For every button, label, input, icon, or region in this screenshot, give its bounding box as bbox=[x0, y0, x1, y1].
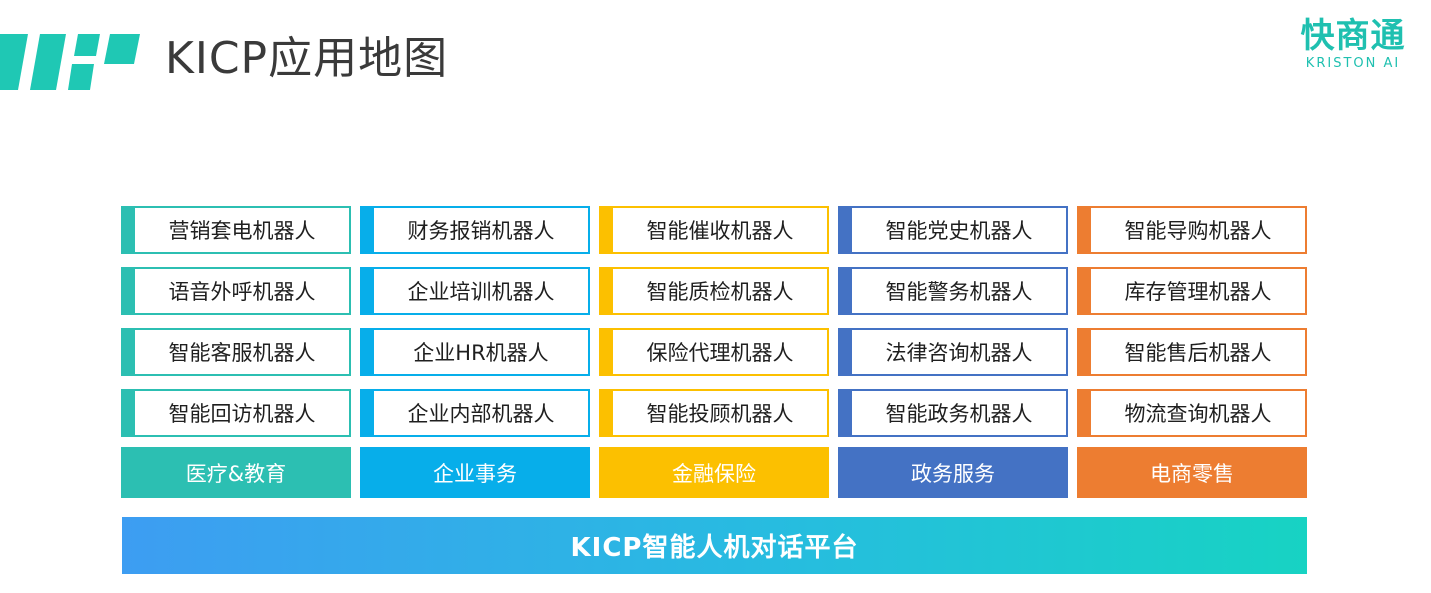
bot-card[interactable]: 库存管理机器人 bbox=[1077, 267, 1307, 315]
application-map-grid: 营销套电机器人 语音外呼机器人 智能客服机器人 智能回访机器人 医疗&教育 财务… bbox=[121, 206, 1307, 498]
brand-logo: 快商通 KRISTON AI bbox=[1295, 16, 1411, 72]
bot-card[interactable]: 智能客服机器人 bbox=[121, 328, 351, 376]
brand-name-en: KRISTON AI bbox=[1305, 56, 1401, 71]
page-title: KICP应用地图 bbox=[165, 33, 449, 84]
column-government-services: 智能党史机器人 智能警务机器人 法律咨询机器人 智能政务机器人 政务服务 bbox=[838, 206, 1068, 498]
bot-card[interactable]: 语音外呼机器人 bbox=[121, 267, 351, 315]
bot-card[interactable]: 智能售后机器人 bbox=[1077, 328, 1307, 376]
bot-card[interactable]: 智能警务机器人 bbox=[838, 267, 1068, 315]
bot-card[interactable]: 物流查询机器人 bbox=[1077, 389, 1307, 437]
category-government-services[interactable]: 政务服务 bbox=[838, 447, 1068, 498]
bot-card[interactable]: 营销套电机器人 bbox=[121, 206, 351, 254]
category-ecommerce-retail[interactable]: 电商零售 bbox=[1077, 447, 1307, 498]
bot-card[interactable]: 智能回访机器人 bbox=[121, 389, 351, 437]
bot-card[interactable]: 企业内部机器人 bbox=[360, 389, 590, 437]
bot-card[interactable]: 智能投顾机器人 bbox=[599, 389, 829, 437]
bot-card[interactable]: 智能催收机器人 bbox=[599, 206, 829, 254]
bot-card[interactable]: 保险代理机器人 bbox=[599, 328, 829, 376]
bot-card[interactable]: 智能质检机器人 bbox=[599, 267, 829, 315]
category-enterprise-affairs[interactable]: 企业事务 bbox=[360, 447, 590, 498]
bot-card[interactable]: 智能导购机器人 bbox=[1077, 206, 1307, 254]
bot-card[interactable]: 企业培训机器人 bbox=[360, 267, 590, 315]
column-ecommerce-retail: 智能导购机器人 库存管理机器人 智能售后机器人 物流查询机器人 电商零售 bbox=[1077, 206, 1307, 498]
platform-bar[interactable]: KICP智能人机对话平台 bbox=[122, 517, 1307, 574]
category-medical-education[interactable]: 医疗&教育 bbox=[121, 447, 351, 498]
column-enterprise-affairs: 财务报销机器人 企业培训机器人 企业HR机器人 企业内部机器人 企业事务 bbox=[360, 206, 590, 498]
column-finance-insurance: 智能催收机器人 智能质检机器人 保险代理机器人 智能投顾机器人 金融保险 bbox=[599, 206, 829, 498]
bot-card[interactable]: 企业HR机器人 bbox=[360, 328, 590, 376]
brand-name-cn: 快商通 bbox=[1300, 16, 1406, 56]
bot-card[interactable]: 智能政务机器人 bbox=[838, 389, 1068, 437]
bot-card[interactable]: 财务报销机器人 bbox=[360, 206, 590, 254]
category-finance-insurance[interactable]: 金融保险 bbox=[599, 447, 829, 498]
column-medical-education: 营销套电机器人 语音外呼机器人 智能客服机器人 智能回访机器人 医疗&教育 bbox=[121, 206, 351, 498]
bot-card[interactable]: 智能党史机器人 bbox=[838, 206, 1068, 254]
bot-card[interactable]: 法律咨询机器人 bbox=[838, 328, 1068, 376]
slash-stripes-logo-icon bbox=[0, 34, 140, 90]
